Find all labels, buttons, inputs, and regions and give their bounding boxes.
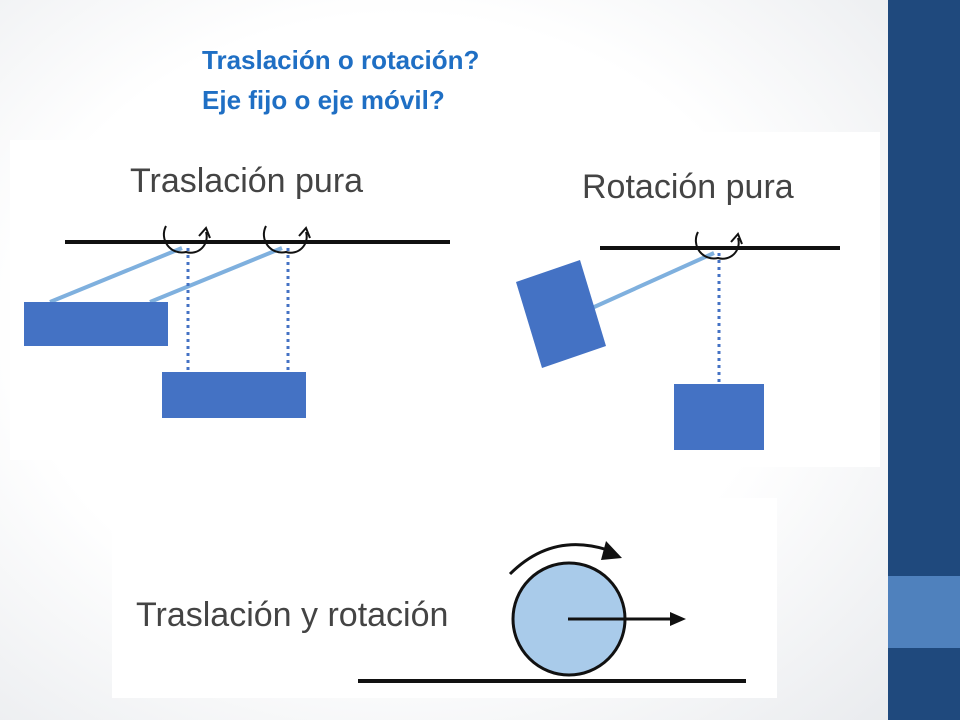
title-line-1: Traslación o rotación? bbox=[202, 45, 480, 75]
rod bbox=[591, 251, 715, 310]
slide-title: Traslación o rotación? Eje fijo o eje mó… bbox=[202, 40, 479, 120]
combined-panel: Traslación y rotación bbox=[112, 498, 777, 698]
rotation-label: Rotación pura bbox=[582, 168, 794, 206]
pivot-arrow-icon bbox=[694, 231, 743, 260]
block-start bbox=[24, 302, 168, 346]
combined-label: Traslación y rotación bbox=[136, 596, 448, 634]
rod-right bbox=[149, 246, 283, 304]
rotation-panel: Rotación pura bbox=[500, 132, 880, 467]
rod-left bbox=[49, 246, 183, 304]
block-end bbox=[162, 372, 306, 418]
translation-panel: Traslación pura bbox=[10, 140, 480, 460]
title-line-2: Eje fijo o eje móvil? bbox=[202, 85, 445, 115]
pivot-arrow-left-icon bbox=[162, 225, 211, 254]
slide-sidebar-accent bbox=[888, 576, 960, 648]
pivot-arrow-right-icon bbox=[262, 225, 311, 254]
block-rest bbox=[674, 384, 764, 450]
translation-arrow-icon bbox=[568, 612, 686, 626]
block-rotated bbox=[516, 260, 606, 368]
translation-label: Traslación pura bbox=[130, 162, 363, 200]
rotation-arrow-icon bbox=[508, 541, 622, 576]
